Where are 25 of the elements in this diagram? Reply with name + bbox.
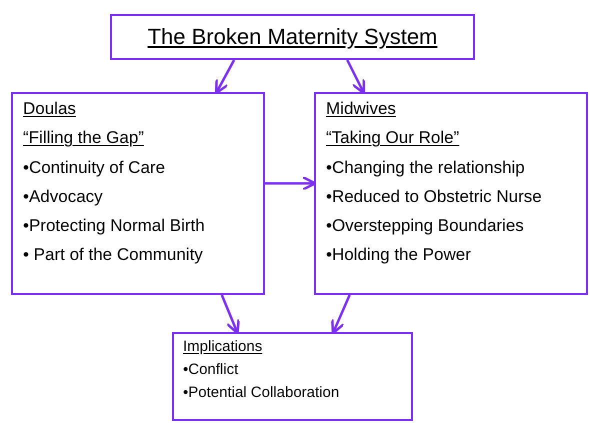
text-box	[11, 92, 265, 295]
bullet-item: •Continuity of Care	[23, 156, 166, 178]
bullet-item: •Conflict	[183, 360, 240, 380]
bullet-item: •Potential Collaboration	[183, 384, 340, 402]
arrow	[331, 294, 351, 334]
text-box	[172, 332, 413, 421]
text-box	[110, 14, 475, 60]
bullet-item: •Advocacy	[23, 186, 104, 207]
heading: Implications	[183, 338, 264, 357]
bullet-item: •Protecting Normal Birth	[23, 215, 206, 236]
bullet-item: • Part of the Community	[23, 244, 204, 266]
heading: Doulas	[23, 98, 77, 120]
bullet-item: •Overstepping Boundaries	[326, 215, 525, 236]
bullet-item: •Changing the relationship	[326, 156, 526, 178]
heading: Midwives	[326, 98, 397, 120]
arrow	[220, 294, 240, 334]
arrow	[265, 176, 316, 191]
arrow	[346, 59, 366, 94]
heading: The Broken Maternity System	[148, 23, 438, 51]
heading: “Filling the Gap”	[23, 127, 145, 148]
text-box	[314, 92, 588, 295]
arrow	[214, 59, 236, 94]
heading: “Taking Our Role”	[326, 127, 460, 148]
bullet-item: •Holding the Power	[326, 244, 472, 266]
bullet-item: •Reduced to Obstetric Nurse	[326, 186, 543, 207]
